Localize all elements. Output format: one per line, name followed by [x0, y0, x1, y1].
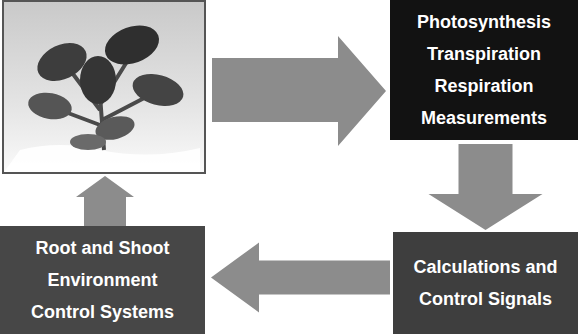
flow-arrow	[429, 144, 543, 230]
box-label: Photosynthesis Transpiration Respiration…	[409, 6, 559, 134]
box-label: Root and Shoot Environment Control Syste…	[23, 232, 183, 328]
flow-arrow	[211, 243, 390, 313]
flow-arrow	[76, 176, 134, 232]
process-box: Calculations and Control Signals	[393, 232, 578, 334]
process-box: Root and Shoot Environment Control Syste…	[0, 226, 205, 334]
photo-frame	[3, 1, 205, 173]
plant	[4, 19, 200, 172]
flow-arrow	[212, 36, 386, 146]
process-box: Photosynthesis Transpiration Respiration…	[390, 0, 578, 140]
box-label: Calculations and Control Signals	[403, 251, 568, 315]
